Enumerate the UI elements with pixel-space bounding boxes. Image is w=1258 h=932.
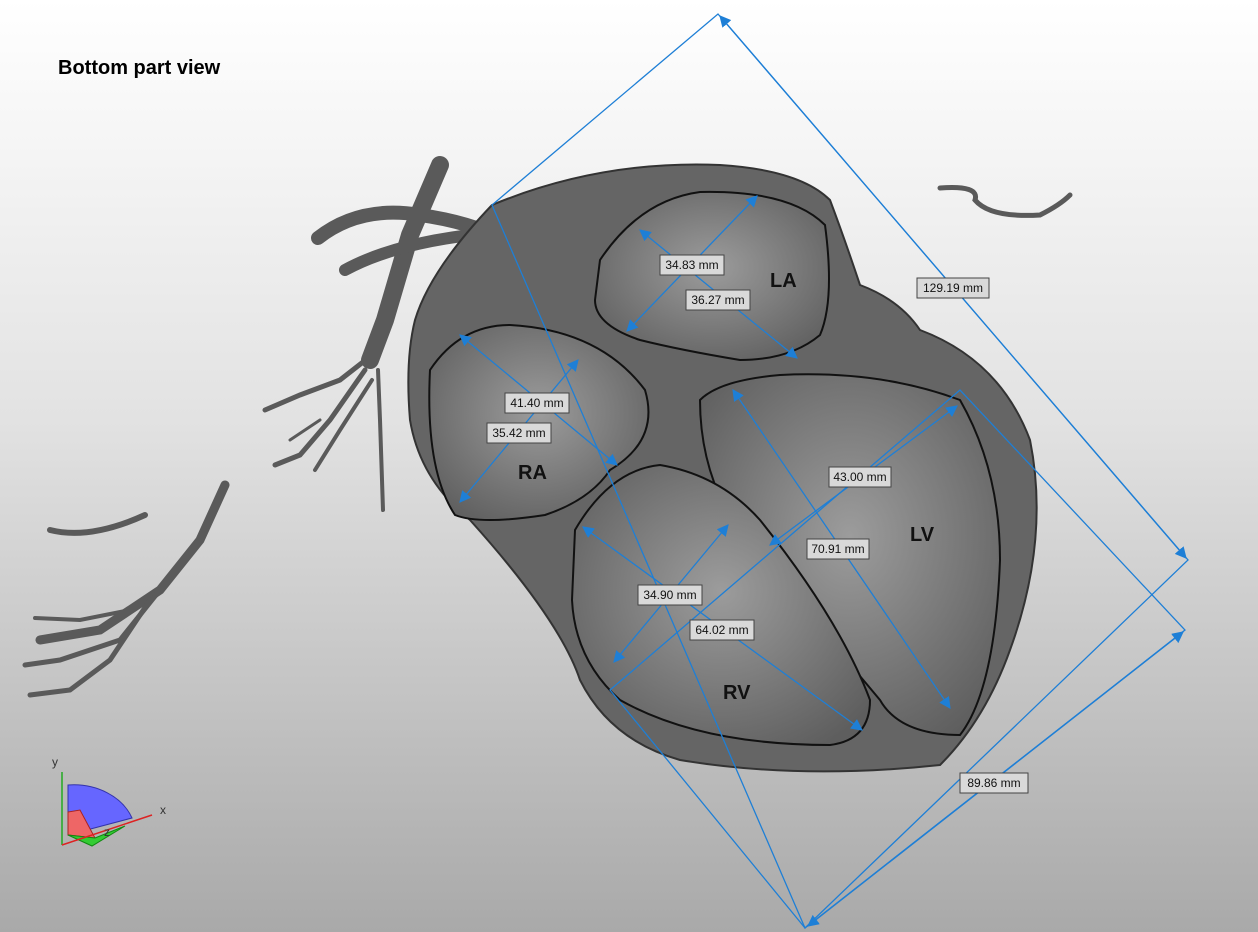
measurement-label-la-2[interactable]: 36.27 mm <box>685 289 751 311</box>
measurement-label-ra-2[interactable]: 35.42 mm <box>486 422 552 444</box>
axis-gizmo[interactable]: y x z <box>52 755 166 847</box>
svg-text:64.02 mm: 64.02 mm <box>695 623 748 637</box>
axis-label-y: y <box>52 755 58 769</box>
svg-text:35.42 mm: 35.42 mm <box>492 426 545 440</box>
svg-text:41.40 mm: 41.40 mm <box>510 396 563 410</box>
measurement-label-rv-2[interactable]: 64.02 mm <box>689 619 755 641</box>
svg-text:70.91 mm: 70.91 mm <box>811 542 864 556</box>
svg-text:34.90 mm: 34.90 mm <box>643 588 696 602</box>
measurement-label-lv-2[interactable]: 70.91 mm <box>806 538 870 560</box>
measurement-label-lv-1[interactable]: 43.00 mm <box>828 466 892 488</box>
svg-text:34.83 mm: 34.83 mm <box>665 258 718 272</box>
measurement-label-la-1[interactable]: 34.83 mm <box>659 254 725 276</box>
svg-text:36.27 mm: 36.27 mm <box>691 293 744 307</box>
chamber-label-la: LA <box>770 270 797 292</box>
chamber-label-ra: RA <box>518 462 547 484</box>
svg-text:89.86 mm: 89.86 mm <box>967 776 1020 790</box>
measurement-label-box-width[interactable]: 89.86 mm <box>959 772 1029 794</box>
measurement-label-ra-1[interactable]: 41.40 mm <box>504 392 570 414</box>
measurement-label-box-length[interactable]: 129.19 mm <box>916 277 990 299</box>
chamber-label-lv: LV <box>910 524 935 546</box>
svg-text:129.19 mm: 129.19 mm <box>923 281 983 295</box>
axis-label-z: z <box>104 825 110 839</box>
chamber-label-rv: RV <box>723 682 751 704</box>
measurement-label-rv-1[interactable]: 34.90 mm <box>637 584 703 606</box>
view-title: Bottom part view <box>58 57 221 79</box>
axis-label-x: x <box>160 803 166 817</box>
svg-text:43.00 mm: 43.00 mm <box>833 470 886 484</box>
